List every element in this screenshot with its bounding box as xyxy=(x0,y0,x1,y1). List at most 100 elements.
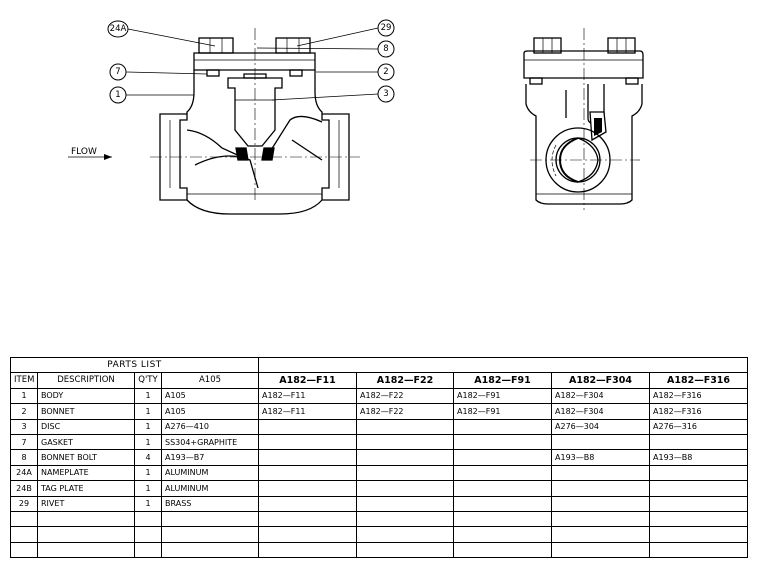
cell-description: GASKET xyxy=(37,433,135,451)
cell-item: 24A xyxy=(10,464,38,482)
parts-list-header-row: ITEM DESCRIPTION Q'TY A105 A182—F11 A182… xyxy=(10,372,749,389)
cell-f304 xyxy=(551,433,650,451)
cell-f316: A276—316 xyxy=(648,418,749,435)
cell-f316 xyxy=(648,510,749,528)
parts-list-table: PARTS LIST ITEM DESCRIPTION Q'TY A105 A1… xyxy=(10,356,749,559)
balloon-8: 8 xyxy=(377,40,395,58)
cell-f304: A182—F304 xyxy=(551,387,650,405)
cell-item xyxy=(10,510,38,528)
cell-f22 xyxy=(356,433,454,451)
cell-f11 xyxy=(258,541,357,559)
cell-f11: A182—F11 xyxy=(258,403,357,420)
cell-f304 xyxy=(551,480,650,497)
col-header-description: DESCRIPTION xyxy=(37,372,135,389)
cell-f304: A182—F304 xyxy=(551,403,650,420)
balloon-3: 3 xyxy=(377,85,395,103)
cell-f316: A182—F316 xyxy=(648,387,749,405)
cell-qty xyxy=(134,526,162,543)
cell-f22 xyxy=(356,495,454,512)
col-header-qty: Q'TY xyxy=(134,372,162,389)
cell-a105: A105 xyxy=(161,387,259,405)
svg-text:8: 8 xyxy=(383,44,388,54)
cell-description: BONNET xyxy=(37,403,135,420)
cell-f22: A182—F22 xyxy=(356,403,454,420)
cell-a105 xyxy=(161,510,259,528)
cell-description: NAMEPLATE xyxy=(37,464,135,482)
cell-item: 24B xyxy=(10,480,38,497)
cell-description xyxy=(37,541,135,559)
item-balloons: 24A 29 8 7 2 1 3 xyxy=(107,19,395,104)
cell-f304 xyxy=(551,495,650,512)
cell-f11 xyxy=(258,526,357,543)
cell-f316: A182—F316 xyxy=(648,403,749,420)
cell-f91 xyxy=(453,526,552,543)
svg-text:7: 7 xyxy=(115,67,120,77)
cell-description: RIVET xyxy=(37,495,135,512)
cell-f304: A276—304 xyxy=(551,418,650,435)
cell-qty xyxy=(134,510,162,528)
side-view xyxy=(523,28,644,210)
cell-f316 xyxy=(648,526,749,543)
cell-qty: 1 xyxy=(134,495,162,512)
cell-description: TAG PLATE xyxy=(37,480,135,497)
cell-f316 xyxy=(648,433,749,451)
col-header-f11: A182—F11 xyxy=(258,372,357,389)
cell-f91 xyxy=(453,510,552,528)
cell-qty: 1 xyxy=(134,464,162,482)
cell-f316 xyxy=(648,464,749,482)
parts-list-title-row: PARTS LIST xyxy=(10,356,749,374)
cell-a105: A105 xyxy=(161,403,259,420)
cell-f304 xyxy=(551,526,650,543)
balloon-2: 2 xyxy=(377,63,395,81)
cell-item xyxy=(10,526,38,543)
cell-a105: ALUMINUM xyxy=(161,480,259,497)
cell-f316 xyxy=(648,541,749,559)
cell-f304: A193—B8 xyxy=(551,449,650,466)
table-row xyxy=(10,526,749,543)
svg-text:29: 29 xyxy=(381,23,392,33)
col-header-f22: A182—F22 xyxy=(356,372,454,389)
balloon-1: 1 xyxy=(109,86,127,104)
cell-description xyxy=(37,510,135,528)
cell-f11 xyxy=(258,480,357,497)
balloon-7: 7 xyxy=(109,63,127,81)
svg-text:1: 1 xyxy=(115,90,120,100)
cell-a105 xyxy=(161,526,259,543)
svg-text:24A: 24A xyxy=(110,24,127,34)
svg-text:3: 3 xyxy=(383,89,388,99)
cell-item: 29 xyxy=(10,495,38,512)
cell-a105: ALUMINUM xyxy=(161,464,259,482)
cell-description xyxy=(37,526,135,543)
cell-qty: 1 xyxy=(134,418,162,435)
col-header-a105: A105 xyxy=(161,372,259,389)
cell-a105 xyxy=(161,541,259,559)
cell-f316: A193—B8 xyxy=(648,449,749,466)
cell-description: BODY xyxy=(37,387,135,405)
cell-f22 xyxy=(356,510,454,528)
cell-f91 xyxy=(453,433,552,451)
cell-f11 xyxy=(258,495,357,512)
cell-f91 xyxy=(453,480,552,497)
cell-f91: A182—F91 xyxy=(453,403,552,420)
cell-f304 xyxy=(551,464,650,482)
cell-item xyxy=(10,541,38,559)
cell-f11 xyxy=(258,433,357,451)
cell-item: 3 xyxy=(10,418,38,435)
cell-f11: A182—F11 xyxy=(258,387,357,405)
cell-qty: 1 xyxy=(134,387,162,405)
cell-f91 xyxy=(453,541,552,559)
cell-item: 7 xyxy=(10,433,38,451)
cell-a105: BRASS xyxy=(161,495,259,512)
cell-f11 xyxy=(258,510,357,528)
cell-item: 1 xyxy=(10,387,38,405)
svg-text:2: 2 xyxy=(383,67,388,77)
cell-f91 xyxy=(453,495,552,512)
cell-f22 xyxy=(356,418,454,435)
cell-f304 xyxy=(551,541,650,559)
cell-qty: 4 xyxy=(134,449,162,466)
